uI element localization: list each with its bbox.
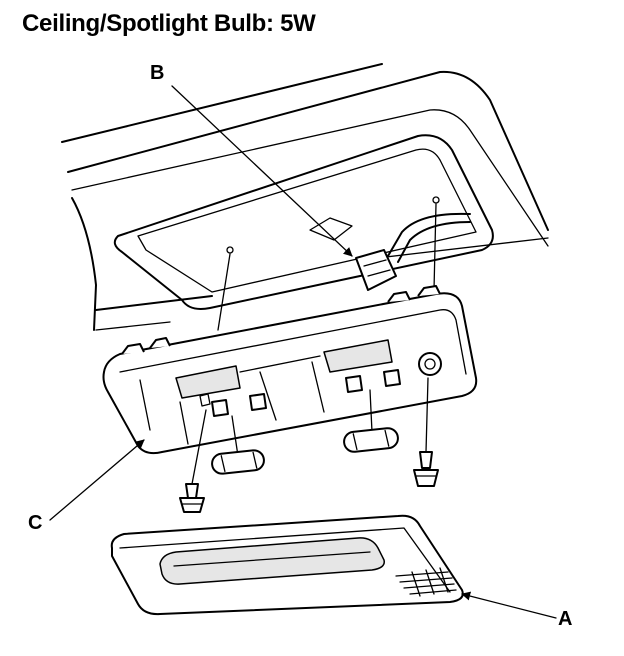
roof-headliner	[61, 63, 549, 331]
mounting-screws	[179, 377, 439, 513]
wedge-bulbs	[211, 389, 399, 475]
callout-c-arrow	[49, 439, 145, 521]
lens-cover	[110, 514, 464, 616]
diagram-title: Ceiling/Spotlight Bulb: 5W	[22, 10, 316, 37]
lamp-base-housing	[102, 285, 478, 455]
callout-a-label: A	[558, 608, 573, 630]
callout-b-arrow	[171, 85, 353, 257]
callout-a-arrow	[461, 591, 557, 619]
lens-texture-dots	[395, 567, 457, 597]
callout-b-label: B	[150, 62, 165, 84]
roof-light-opening	[113, 134, 494, 310]
harness-connector	[355, 212, 471, 291]
callout-arrows	[49, 85, 557, 619]
callout-c-label: C	[28, 512, 43, 534]
screw-guide-lines	[217, 203, 437, 331]
